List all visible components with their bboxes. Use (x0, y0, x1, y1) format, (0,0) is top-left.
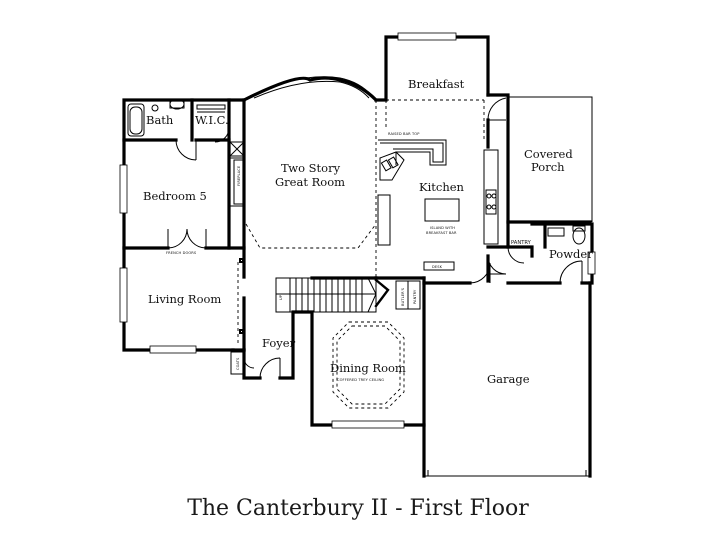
note-coffered: COFFERED TREY CEILING (337, 378, 384, 382)
note-butlers-2: PANTRY (413, 289, 417, 304)
label-kitchen: Kitchen (419, 180, 465, 194)
foyer-entry (230, 258, 281, 379)
label-bedroom-5: Bedroom 5 (143, 189, 207, 203)
note-raised-bar: RAISED BAR TOP (388, 132, 420, 136)
note-butlers-1: BUTLER'S (401, 287, 405, 306)
note-coats: COATS (236, 357, 240, 370)
label-great-room-1: Two Story (281, 161, 341, 175)
notes: RAISED BAR TOP FIREPLACE ISLAND WITH BRE… (166, 132, 457, 382)
label-breakfast: Breakfast (408, 77, 465, 91)
note-fireplace: FIREPLACE (237, 165, 241, 186)
label-covered-2: Porch (531, 160, 565, 174)
note-island-2: BREAKFAST BAR (426, 231, 457, 235)
stairs (275, 277, 390, 313)
bay-window (241, 76, 379, 103)
label-covered-1: Covered (524, 147, 573, 161)
label-dining-room: Dining Room (330, 361, 406, 375)
label-powder: Powder (549, 247, 593, 261)
windows (119, 32, 596, 429)
note-desk: DESK (432, 265, 443, 269)
french-doors (167, 228, 207, 249)
note-island-1: ISLAND WITH (430, 226, 455, 230)
kitchen-fixtures (377, 97, 525, 275)
overhead-lines (237, 99, 485, 409)
garage-entry (469, 262, 491, 284)
label-foyer: Foyer (262, 336, 296, 350)
room-labels: Breakfast Bath W.I.C. Two Story Great Ro… (143, 77, 593, 386)
powder-fixtures (547, 225, 586, 284)
label-garage: Garage (487, 372, 530, 386)
label-bath: Bath (146, 113, 174, 127)
label-great-room-2: Great Room (275, 175, 345, 189)
plan-title: The Canterbury II - First Floor (187, 496, 529, 521)
exterior-walls (122, 35, 594, 478)
label-pantry: PANTRY (511, 240, 532, 246)
label-living-room: Living Room (148, 292, 221, 306)
note-up: UP (279, 294, 283, 300)
note-french-doors: FRENCH DOORS (166, 251, 197, 255)
bath-fixtures (127, 98, 230, 161)
fireplace (229, 141, 245, 207)
butlers-pantry (395, 280, 421, 310)
label-wic: W.I.C. (195, 113, 229, 127)
